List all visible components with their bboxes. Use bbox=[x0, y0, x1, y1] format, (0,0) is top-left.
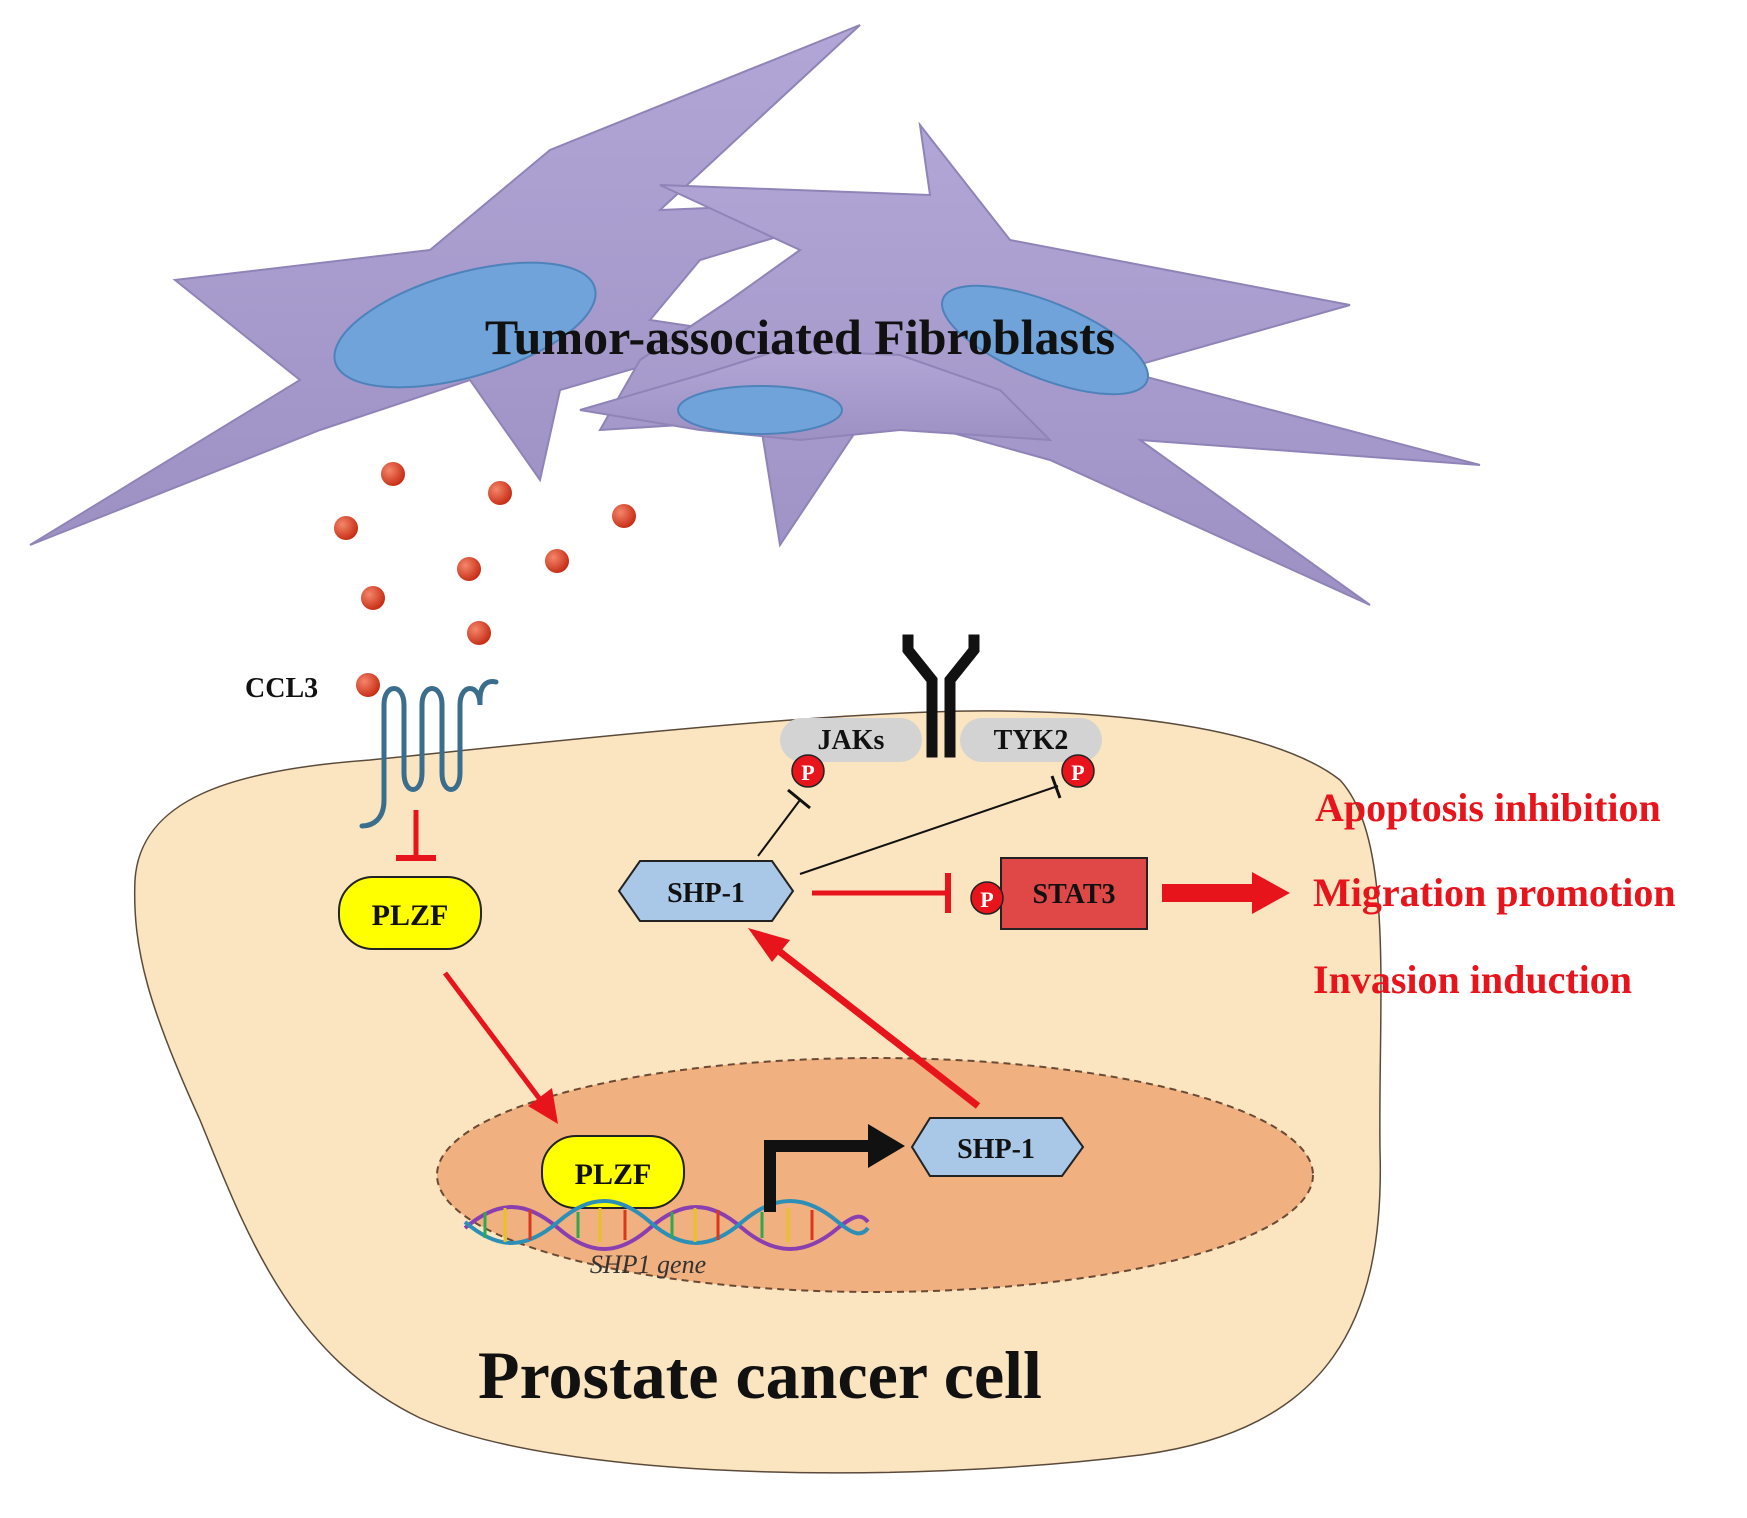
svg-text:P: P bbox=[980, 887, 993, 912]
tyk2-kinase bbox=[960, 718, 1102, 762]
shp1-nucleus-label: SHP-1 bbox=[957, 1134, 1035, 1165]
tyk2-label: TYK2 bbox=[994, 725, 1069, 756]
arrowhead bbox=[528, 1088, 558, 1124]
ccl3-dot bbox=[467, 621, 491, 645]
ccl3-dot bbox=[361, 586, 385, 610]
shp1-inhibits-jaks bbox=[757, 799, 801, 857]
shp1-inhibits-tyk2 bbox=[799, 785, 1059, 875]
stat3-label: STAT3 bbox=[1033, 879, 1116, 910]
fibroblast-nucleus bbox=[941, 284, 1149, 396]
inhibition-bar bbox=[787, 788, 811, 810]
plzf-translocation-arrow bbox=[443, 971, 544, 1104]
arrowhead bbox=[748, 928, 790, 962]
plzf-cytoplasm-label: PLZF bbox=[372, 899, 449, 932]
dna-helix bbox=[463, 1199, 870, 1251]
ccl3-dot bbox=[334, 516, 358, 540]
shp1-cytoplasm-label: SHP-1 bbox=[667, 878, 745, 909]
fibroblast-nucleus bbox=[677, 385, 843, 435]
plzf-nucleus bbox=[541, 1135, 685, 1209]
ccl3-label: CCL3 bbox=[245, 673, 318, 704]
inhibition-bar bbox=[1050, 775, 1062, 799]
ccl3-dot bbox=[612, 504, 636, 528]
ccl3-receptor bbox=[359, 679, 499, 829]
outcome-migration: Migration promotion bbox=[1313, 870, 1676, 915]
cell-label: Prostate cancer cell bbox=[478, 1337, 1042, 1413]
nucleus bbox=[436, 1057, 1314, 1293]
fibroblast-cluster bbox=[29, 24, 1481, 606]
transcription-arrow bbox=[764, 1140, 870, 1212]
ccl3-dot bbox=[488, 481, 512, 505]
shp1-gene-label: SHP1 gene bbox=[590, 1250, 706, 1279]
arrowhead bbox=[1252, 872, 1290, 914]
ccl3-dot bbox=[545, 549, 569, 573]
cytokine-receptor bbox=[902, 634, 980, 758]
jaks-kinase bbox=[780, 718, 922, 762]
stat3-outcome-arrow bbox=[1162, 884, 1257, 902]
ccl3-dot bbox=[356, 673, 380, 697]
ccl3-dot bbox=[457, 557, 481, 581]
stat3 bbox=[1000, 857, 1148, 930]
shp1-nucleus bbox=[910, 1117, 1085, 1177]
fibroblast-nucleus bbox=[333, 261, 597, 389]
svg-text:P: P bbox=[1071, 760, 1084, 785]
plzf-nucleus-label: PLZF bbox=[575, 1158, 652, 1191]
phospho-badge-jaks: P bbox=[791, 754, 825, 788]
svg-text:P: P bbox=[801, 760, 814, 785]
transcription-arrowhead bbox=[868, 1124, 905, 1168]
phospho-badge-tyk2: P bbox=[1061, 754, 1095, 788]
outcome-invasion: Invasion induction bbox=[1313, 957, 1632, 1002]
jaks-label: JAKs bbox=[818, 725, 885, 756]
ccl3-molecules bbox=[334, 462, 636, 697]
ccl3-dot bbox=[381, 462, 405, 486]
plzf-cytoplasm bbox=[338, 876, 482, 950]
outcome-apoptosis: Apoptosis inhibition bbox=[1315, 785, 1661, 830]
shp1-export-arrow bbox=[772, 945, 981, 1109]
fibroblast-title: Tumor-associated Fibroblasts bbox=[485, 309, 1115, 365]
shp1-cytoplasm bbox=[617, 860, 795, 922]
phospho-badge-stat3: P bbox=[970, 881, 1004, 915]
